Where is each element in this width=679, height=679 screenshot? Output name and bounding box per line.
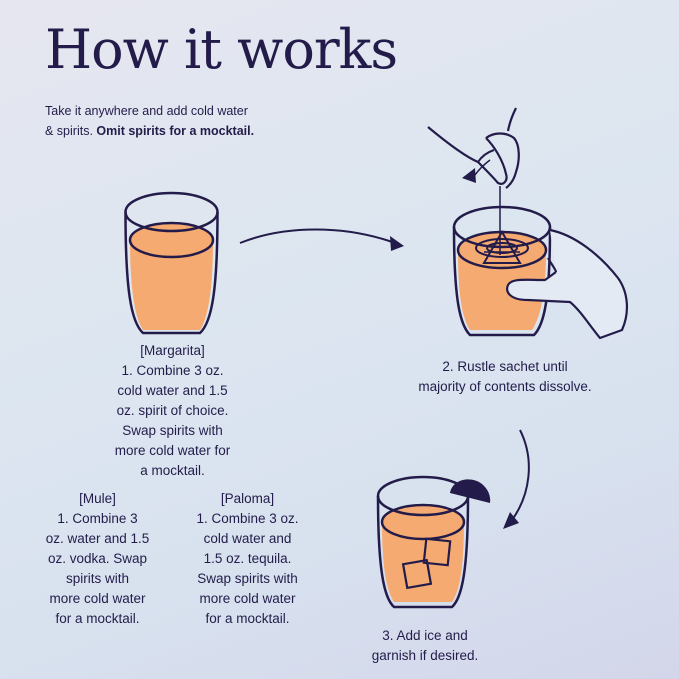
paloma-line: 1.5 oz. tequila.: [203, 551, 292, 566]
margarita-heading: [Margarita]: [140, 343, 205, 358]
margarita-line: a mocktail.: [140, 463, 205, 478]
margarita-instructions: [Margarita] 1. Combine 3 oz. cold water …: [85, 341, 260, 481]
mule-line: more cold water: [49, 591, 146, 606]
mule-line: spirits with: [65, 571, 129, 586]
mule-line: oz. water and 1.5: [45, 531, 150, 546]
paloma-line: for a mocktail.: [205, 611, 290, 626]
margarita-line: Swap spirits with: [122, 423, 223, 438]
paloma-instructions: [Paloma] 1. Combine 3 oz. cold water and…: [175, 489, 320, 629]
rustle-sachet-illustration: [427, 107, 628, 340]
margarita-line: 1. Combine 3 oz.: [121, 363, 224, 378]
mule-line: oz. vodka. Swap: [47, 551, 148, 566]
margarita-glass-icon: [124, 191, 219, 335]
intro-line-2: & spirits.: [45, 124, 97, 138]
intro-line-1: Take it anywhere and add cold water: [45, 104, 248, 118]
arrow-to-step-2-icon: [239, 228, 404, 251]
mule-heading: [Mule]: [79, 491, 116, 506]
paloma-line: more cold water: [199, 591, 296, 606]
step-2-instructions: 2. Rustle sachet until majority of conte…: [400, 357, 610, 397]
intro-mocktail-note: Omit spirits for a mocktail.: [96, 124, 255, 138]
arrow-to-step-3-icon: [503, 429, 530, 529]
step-2-line: majority of contents dissolve.: [418, 379, 592, 394]
step-3-line: garnish if desired.: [371, 648, 479, 663]
step-3-instructions: 3. Add ice and garnish if desired.: [355, 626, 495, 666]
paloma-line: cold water and: [203, 531, 292, 546]
mule-line: 1. Combine 3: [57, 511, 138, 526]
paloma-line: 1. Combine 3 oz.: [196, 511, 299, 526]
ice-garnish-glass-icon: [376, 475, 491, 609]
paloma-heading: [Paloma]: [220, 491, 275, 506]
intro-text: Take it anywhere and add cold water & sp…: [45, 101, 305, 141]
step-3-line: 3. Add ice and: [382, 628, 468, 643]
margarita-line: oz. spirit of choice.: [116, 403, 229, 418]
page-title: How it works: [45, 18, 398, 81]
step-2-line: 2. Rustle sachet until: [442, 359, 568, 374]
mule-instructions: [Mule] 1. Combine 3 oz. water and 1.5 oz…: [30, 489, 165, 629]
margarita-line: more cold water for: [114, 443, 231, 458]
paloma-line: Swap spirits with: [197, 571, 298, 586]
margarita-line: cold water and 1.5: [117, 383, 228, 398]
mule-line: for a mocktail.: [55, 611, 140, 626]
